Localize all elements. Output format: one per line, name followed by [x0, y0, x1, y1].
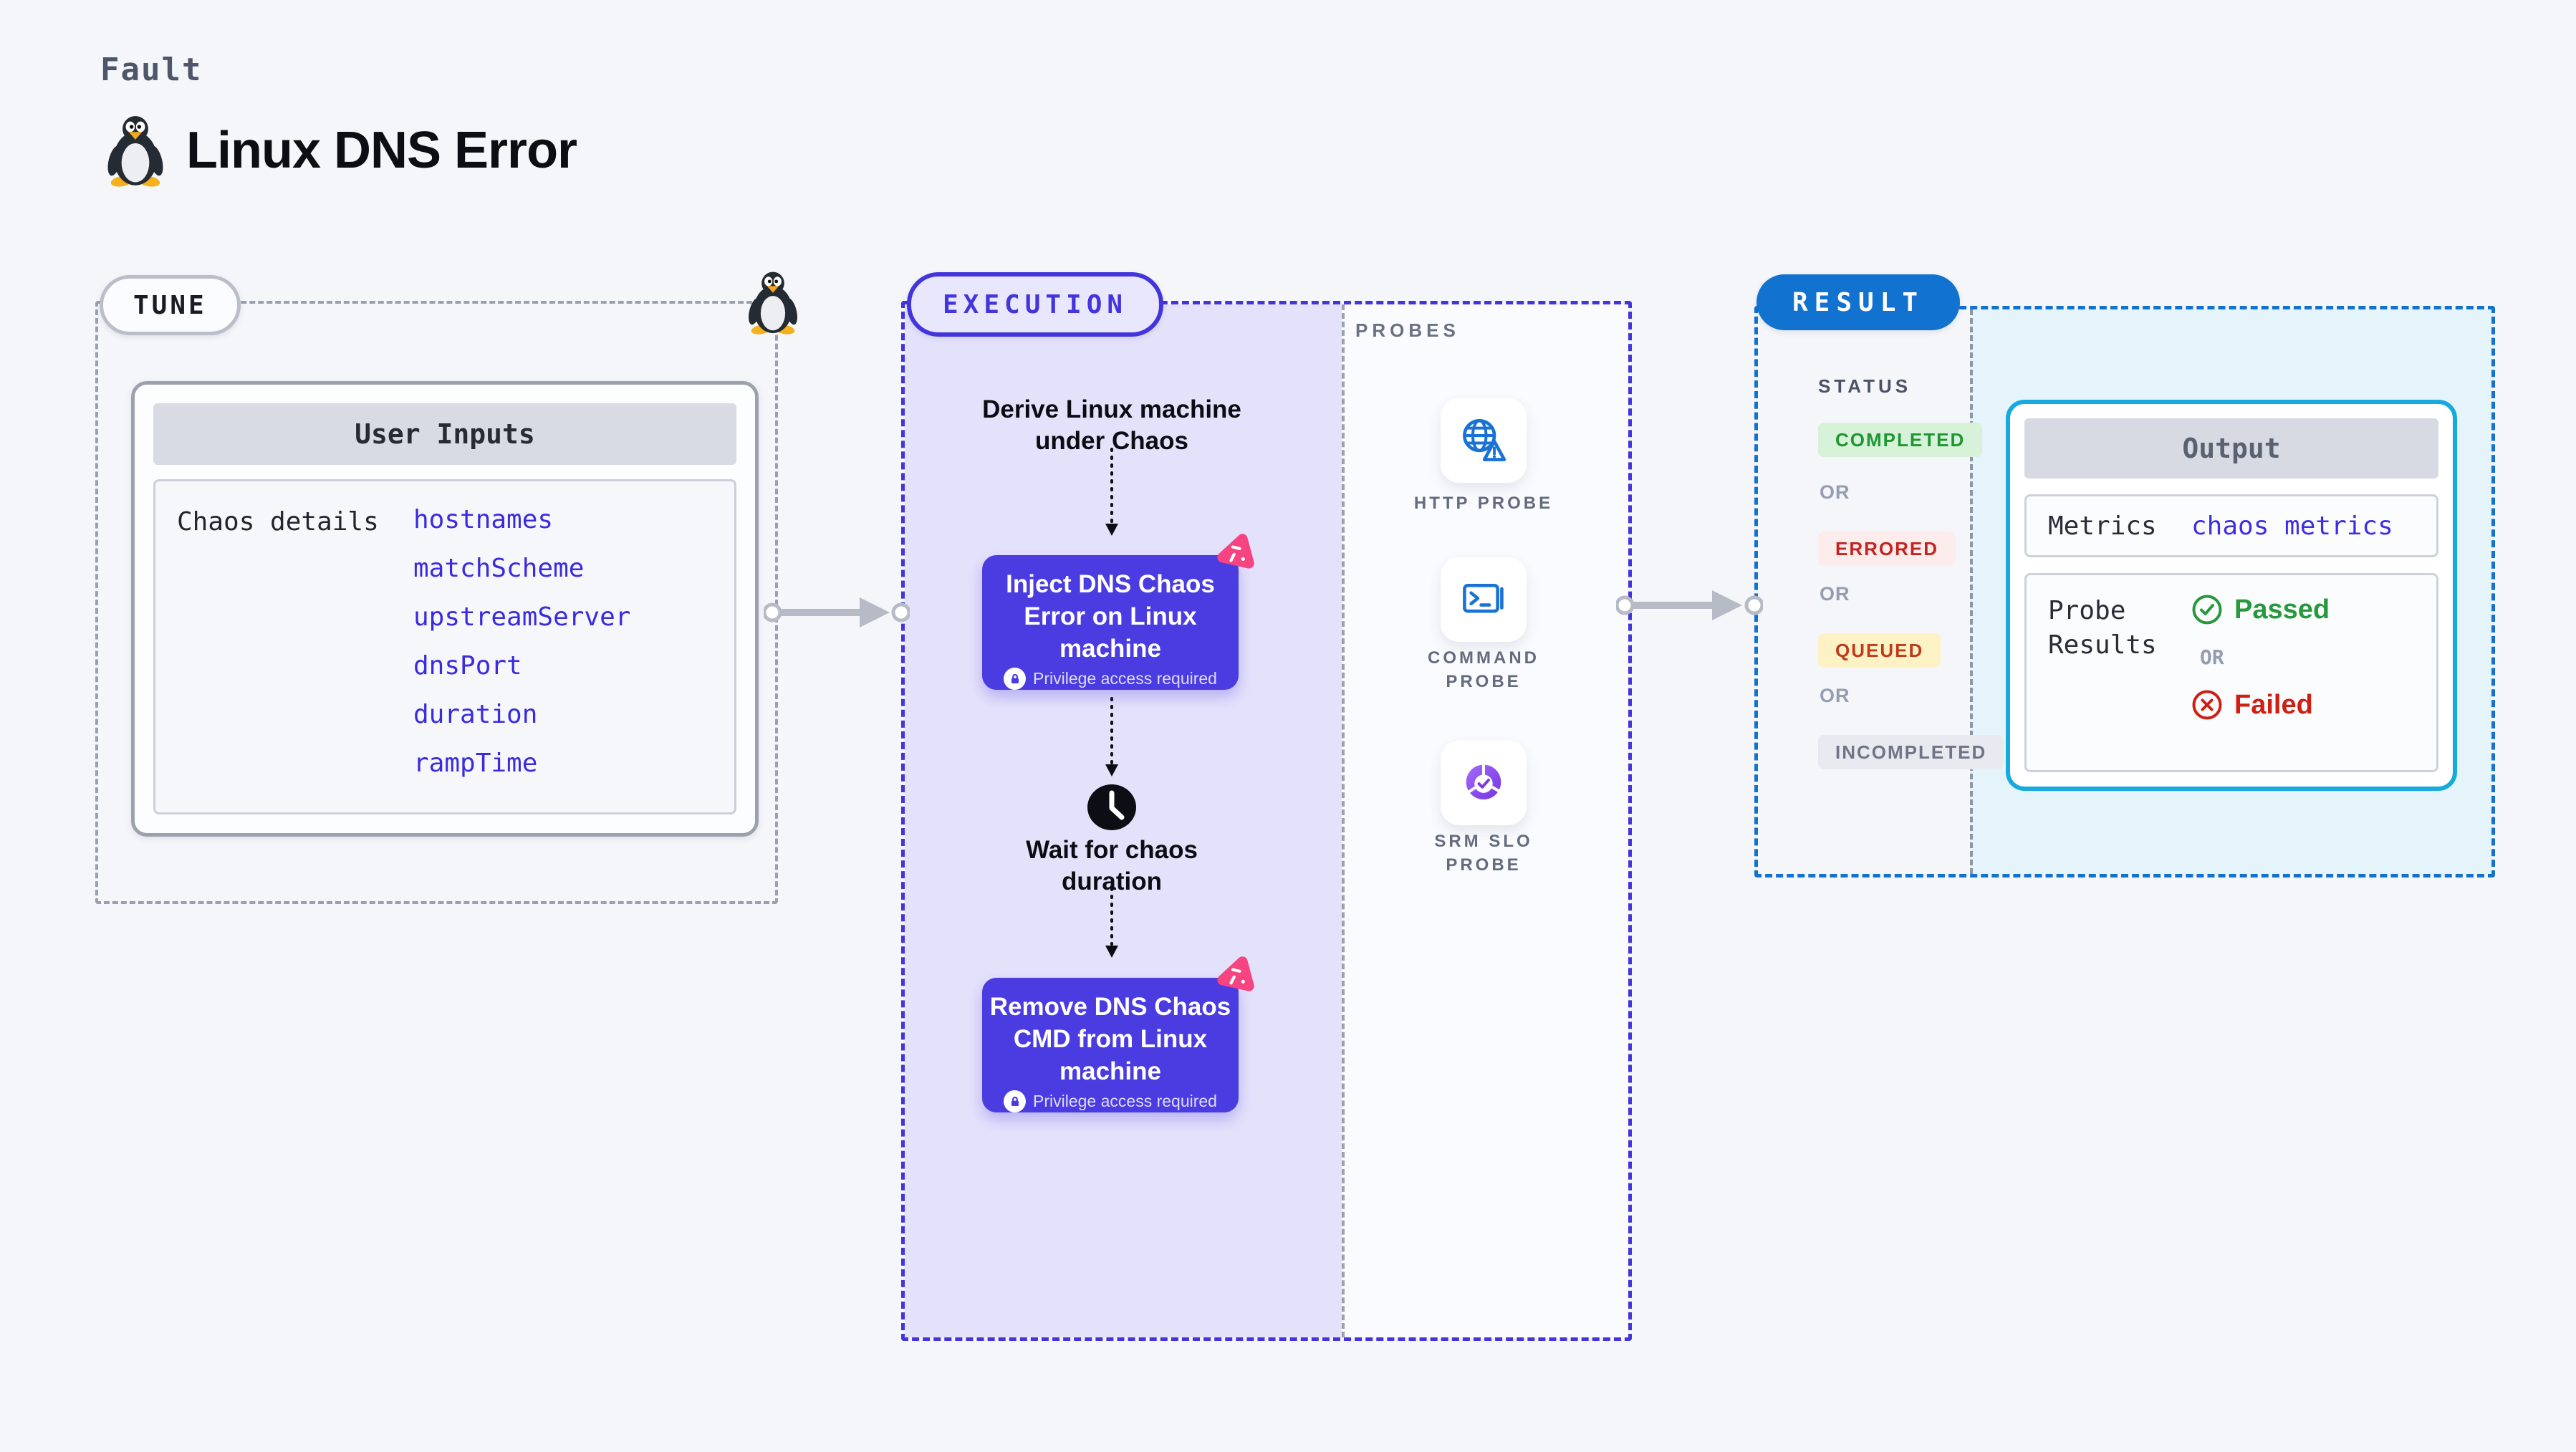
tune-badge: TUNE	[100, 275, 241, 335]
probe-results-row: Probe Results Passed OR Failed	[2024, 573, 2438, 772]
input-item: rampTime	[413, 749, 538, 778]
or-label: OR	[1820, 685, 1850, 706]
flow-down-arrow-icon	[1105, 887, 1118, 958]
remove-chaos-node-label: Remove DNS Chaos CMD from Linux machine	[989, 993, 1231, 1085]
privilege-row: Privilege access required	[1004, 668, 1217, 690]
lock-icon	[1004, 1090, 1027, 1112]
terminal-icon	[1463, 584, 1504, 613]
probe-label-srm-slo: SRM SLO PROBE	[1434, 832, 1533, 875]
metrics-row: Metrics chaos metrics	[2024, 494, 2438, 557]
privilege-row: Privilege access required	[1004, 1090, 1217, 1112]
status-badge-incompleted: INCOMPLETED	[1818, 735, 2004, 769]
output-header: Output	[2024, 418, 2438, 479]
flow-down-arrow-icon	[1105, 448, 1118, 536]
probe-results-label: Probe Results	[2048, 596, 2157, 660]
or-label: OR	[1820, 583, 1850, 605]
clock-icon	[1087, 784, 1136, 830]
output-card: Output Metrics chaos metrics Probe Resul…	[2006, 400, 2457, 791]
probe-card-command	[1441, 557, 1527, 642]
privilege-note: Privilege access required	[1033, 1092, 1217, 1110]
execution-badge: EXECUTION	[907, 272, 1164, 337]
user-inputs-card: User Inputs Chaos details hostnames matc…	[131, 381, 759, 837]
globe-alert-icon	[1463, 418, 1506, 461]
privilege-note: Privilege access required	[1033, 669, 1217, 688]
tux-penguin-icon	[107, 115, 163, 187]
remove-chaos-node: Remove DNS Chaos CMD from Linux machine …	[982, 978, 1239, 1112]
result-badge: RESULT	[1756, 274, 1961, 330]
failed-label: Failed	[2234, 689, 2313, 720]
chaos-details-label: Chaos details	[177, 507, 379, 537]
input-item: matchScheme	[413, 554, 585, 583]
check-circle-icon	[2192, 595, 2222, 625]
input-item: upstreamServer	[413, 602, 631, 632]
or-label: OR	[1820, 481, 1850, 503]
chaos-input-list: hostnames matchScheme upstreamServer dns…	[413, 507, 630, 777]
tux-penguin-icon	[748, 271, 798, 335]
chaos-fault-icon	[1217, 534, 1254, 569]
probe-label-http: HTTP PROBE	[1413, 494, 1554, 513]
tune-section	[95, 301, 778, 904]
metrics-label: Metrics	[2048, 511, 2157, 541]
slo-donut-icon	[1466, 764, 1501, 800]
flow-down-arrow-icon	[1105, 697, 1118, 777]
probe-card-srm-slo	[1441, 741, 1527, 825]
fault-kicker: Fault	[100, 52, 203, 88]
x-circle-icon	[2192, 690, 2222, 720]
user-inputs-body: Chaos details hostnames matchScheme upst…	[153, 479, 736, 814]
probe-card-http	[1441, 398, 1527, 483]
flow-connector-arrow	[1616, 590, 1763, 620]
inject-chaos-node-label: Inject DNS Chaos Error on Linux machine	[1006, 570, 1215, 663]
status-badge-errored: ERRORED	[1818, 532, 1956, 566]
metrics-value: chaos metrics	[2191, 511, 2393, 541]
probe-label-command: COMMAND PROBE	[1428, 648, 1539, 691]
or-label: OR	[2200, 645, 2224, 669]
chaos-fault-icon	[1217, 956, 1254, 991]
lock-icon	[1004, 668, 1027, 690]
page-title: Linux DNS Error	[186, 122, 577, 179]
status-badge-completed: COMPLETED	[1818, 423, 1983, 457]
wait-step-label: Wait for chaos duration	[1026, 836, 1198, 895]
probes-heading: PROBES	[1355, 319, 1460, 341]
status-badge-queued: QUEUED	[1818, 633, 1941, 668]
status-heading: STATUS	[1818, 375, 1912, 397]
page-title-row: Linux DNS Error	[105, 113, 577, 188]
probe-results-values: Passed OR Failed	[2191, 594, 2330, 770]
input-item: duration	[413, 700, 538, 729]
passed-row: Passed	[2191, 594, 2330, 625]
input-item: hostnames	[413, 505, 554, 534]
flow-connector-arrow	[764, 597, 910, 628]
passed-label: Passed	[2234, 594, 2330, 625]
failed-row: Failed	[2191, 689, 2313, 721]
derive-step-label: Derive Linux machine under Chaos	[982, 395, 1241, 455]
inject-chaos-node: Inject DNS Chaos Error on Linux machine …	[982, 555, 1239, 690]
input-item: dnsPort	[413, 651, 522, 681]
user-inputs-header: User Inputs	[153, 403, 736, 465]
